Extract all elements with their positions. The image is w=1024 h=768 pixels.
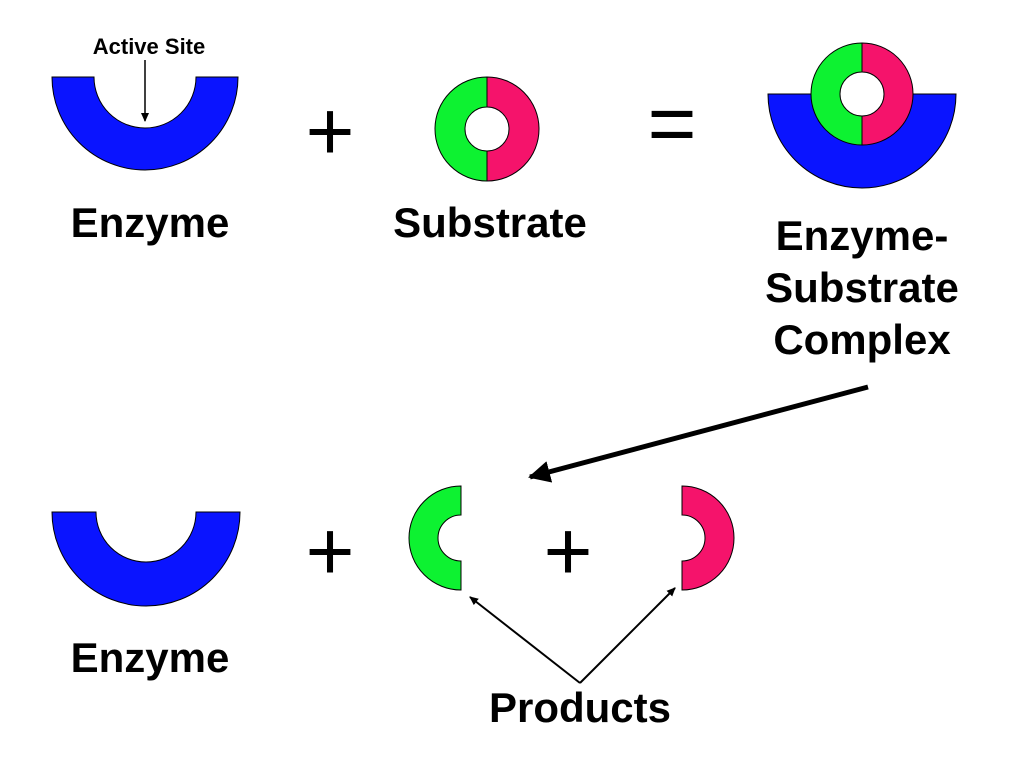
complex-label-line1: Enzyme- [776, 212, 949, 259]
substrate-label: Substrate [393, 199, 587, 246]
products-arrow-left [469, 596, 581, 684]
product-pink-half [681, 485, 735, 591]
enzyme-shape-bottom [51, 511, 241, 607]
plus-sign-1: + [305, 84, 354, 178]
substrate-left-half [434, 76, 488, 182]
enzyme-shape-top [51, 76, 239, 171]
products-arrow-right [579, 587, 676, 684]
reaction-arrow [528, 384, 869, 483]
product-green-half [408, 485, 462, 591]
plus-sign-3: + [543, 504, 592, 598]
complex-substrate-left-half [810, 42, 863, 146]
enzyme-label-top: Enzyme [71, 199, 230, 246]
complex-label-line3: Complex [773, 316, 951, 363]
complex-label-line2: Substrate [765, 264, 959, 311]
equals-sign: = [647, 76, 696, 170]
substrate-right-half [486, 76, 540, 182]
plus-sign-2: + [305, 504, 354, 598]
enzyme-label-bottom: Enzyme [71, 634, 230, 681]
complex-substrate-right-half [861, 42, 914, 146]
active-site-label: Active Site [93, 34, 206, 59]
products-label: Products [489, 684, 671, 731]
